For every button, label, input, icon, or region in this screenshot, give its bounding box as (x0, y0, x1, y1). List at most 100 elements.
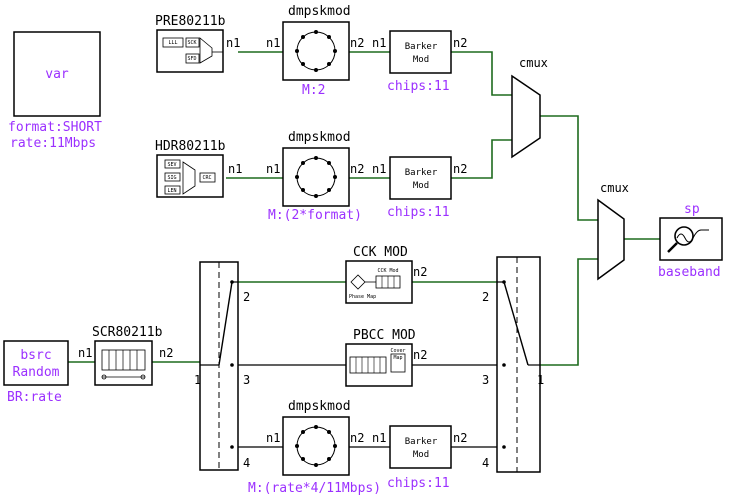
sp-body[interactable] (659, 217, 723, 261)
bsrc-body[interactable] (3, 340, 69, 386)
dmp1-point (327, 62, 331, 66)
dmp3-point (327, 457, 331, 461)
dmp2-point (295, 175, 299, 179)
wire-cmux1-cmux2 (540, 115, 598, 221)
cck-port-out: n2 (413, 265, 427, 279)
switch-right[interactable]: 2 3 4 1 (482, 256, 544, 473)
dmpsk-block-1[interactable]: dmpskmod n1 n2 M:2 (266, 4, 364, 98)
bsrc-block[interactable]: bsrc Random BR:rate (3, 340, 69, 405)
barker2-port-out: n2 (453, 162, 467, 176)
dmp1-point (314, 30, 318, 34)
pbcc-port-out: n2 (413, 348, 427, 362)
pbcc-block[interactable]: PBCC MOD Cover Map n2 (345, 328, 427, 387)
hdr-field-2-label: SIG (167, 175, 176, 181)
barker2-line2: Mod (413, 181, 429, 191)
dmp3-point (301, 430, 305, 434)
dmp3-constellation-points (295, 425, 337, 467)
sp-param: baseband (658, 265, 721, 280)
switch-left[interactable]: 1 2 3 4 (194, 261, 250, 471)
scr-port-out: n2 (159, 346, 173, 360)
dmp2-point (301, 161, 305, 165)
hdr-field-2 (164, 172, 181, 182)
pre-field-1-label: LLL (168, 40, 177, 46)
barker-block-3[interactable]: Barker Mod n1 n2 chips:11 (372, 425, 467, 491)
hdr-field-3-label: LEN (167, 188, 176, 194)
wire-switch-cmux2 (540, 258, 598, 366)
hdr-field-3 (164, 185, 181, 195)
cmux1-title: cmux (519, 56, 548, 70)
pre-field-2-label: SCK (187, 40, 196, 46)
switch-right-port-3: 3 (482, 373, 489, 387)
pbcc-encoder-cells (355, 357, 381, 373)
scr-title: SCR80211b (92, 325, 163, 340)
pbcc-inner-label-1: Cover (390, 348, 405, 354)
dmp1-point (327, 35, 331, 39)
barker3-port-out: n2 (453, 431, 467, 445)
barker1-line2: Mod (413, 55, 429, 65)
dmp2-point (301, 188, 305, 192)
barker3-port-in: n1 (372, 431, 386, 445)
barker1-port-in: n1 (372, 36, 386, 50)
scr-register-cells (108, 350, 138, 370)
hdr-title: HDR80211b (155, 139, 226, 154)
switch-right-port-4: 4 (482, 456, 489, 470)
dmp1-port-in: n1 (266, 36, 280, 50)
hdr-port-out: n1 (228, 162, 242, 176)
wire-barker1-cmux1 (451, 51, 512, 96)
barker3-body[interactable] (389, 425, 452, 469)
dmp3-point (333, 444, 337, 448)
cmux-block-2[interactable]: cmux (597, 181, 629, 281)
pbcc-title: PBCC MOD (353, 328, 416, 343)
barker1-port-out: n2 (453, 36, 467, 50)
dmp1-point (301, 62, 305, 66)
dmpsk-block-2[interactable]: dmpskmod n1 n2 M:(2*format) (266, 130, 364, 223)
var-block[interactable]: var format:SHORT rate:11Mbps (8, 31, 102, 151)
dmp2-point (314, 194, 318, 198)
hdr-block[interactable]: HDR80211b SEV SIG LEN CRC n1 (155, 139, 242, 198)
dmp2-param: M:(2*format) (268, 208, 362, 223)
barker1-line1: Barker (405, 42, 438, 52)
cmux-block-1[interactable]: cmux (511, 56, 548, 159)
sp-block[interactable]: sp baseband (658, 202, 723, 280)
cmux2-title: cmux (600, 181, 629, 195)
cmux1-body[interactable] (511, 74, 541, 159)
hdr-field-1 (164, 159, 181, 169)
switch-left-port-2: 2 (243, 290, 250, 304)
scr-register-icon (101, 349, 146, 371)
dmpsk-block-3[interactable]: dmpskmod n1 n2 M:(rate*4/11Mbps) (248, 399, 381, 496)
cck-block[interactable]: CCK MOD CCK Mod Phase Map n2 (345, 245, 427, 304)
switch-right-port-2: 2 (482, 290, 489, 304)
pre-mux-icon (199, 37, 213, 64)
pre-block[interactable]: PRE80211b LLL SCK SFD n1 (155, 14, 240, 73)
cck-title: CCK MOD (353, 245, 408, 260)
bsrc-param: BR:rate (7, 390, 62, 405)
var-format-param: format:SHORT (8, 120, 102, 135)
cmux2-body[interactable] (597, 198, 625, 281)
barker3-line2: Mod (413, 450, 429, 460)
barker-block-2[interactable]: Barker Mod n1 n2 chips:11 (372, 156, 467, 220)
dmp1-point (295, 49, 299, 53)
switch-left-contact (230, 280, 234, 284)
dmp2-constellation-points (295, 156, 337, 198)
dmp2-point (333, 175, 337, 179)
switch-left-port-3: 3 (243, 373, 250, 387)
scr-block[interactable]: SCR80211b n1 n2 (78, 325, 173, 386)
barker-block-1[interactable]: Barker Mod n1 n2 chips:11 (372, 30, 467, 94)
hdr-crc-field (199, 172, 216, 183)
wire-barker2-cmux1 (451, 139, 512, 179)
barker1-body[interactable] (389, 30, 452, 74)
pre-field-3 (185, 53, 200, 64)
cck-inner-label: CCK Mod (377, 268, 398, 274)
dmp1-port-out: n2 (350, 36, 364, 50)
spectrum-wave-icon (676, 229, 709, 243)
pre-body[interactable] (156, 29, 224, 73)
dmp2-point (314, 156, 318, 160)
hdr-crc-label: CRC (202, 175, 211, 181)
dmp1-constellation-points (295, 30, 337, 72)
dmp3-title: dmpskmod (288, 399, 351, 414)
dmp3-port-out: n2 (350, 431, 364, 445)
switch-right-port-out: 1 (537, 373, 544, 387)
dmp2-port-out: n2 (350, 162, 364, 176)
barker2-body[interactable] (389, 156, 452, 200)
var-block-body[interactable] (13, 31, 101, 117)
